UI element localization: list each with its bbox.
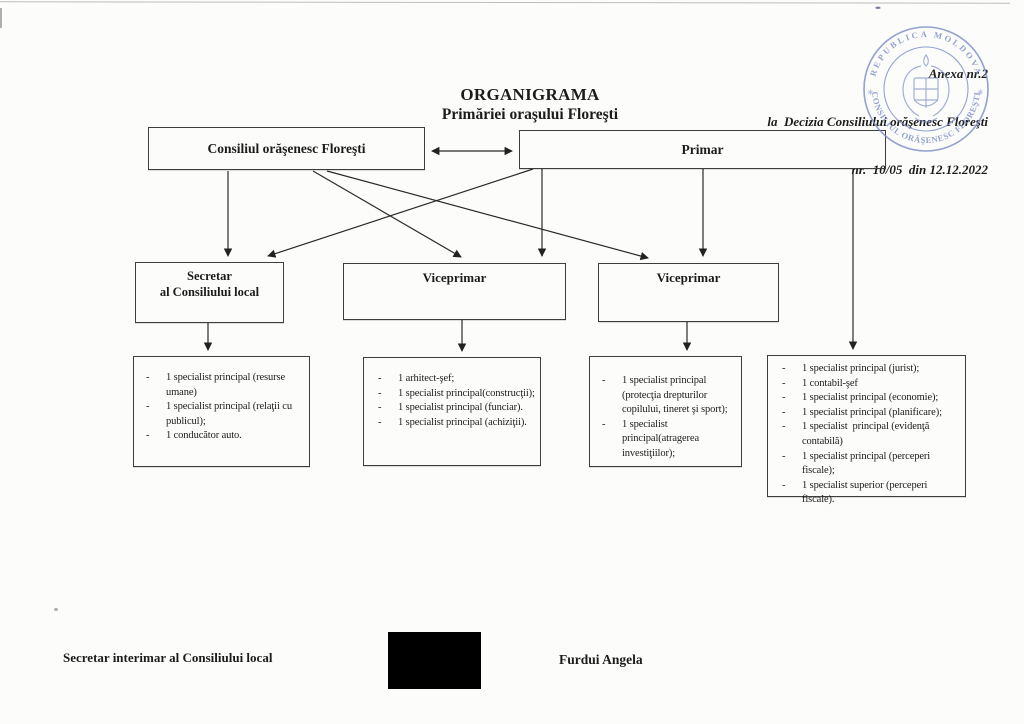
staff-item-text: 1 specialist principal(atragerea investi…	[622, 418, 699, 459]
footer-role-label: Secretar interimar al Consiliului local	[63, 650, 273, 665]
list-item: - 1 specialist principal (planificare);	[782, 406, 959, 421]
signature-redaction-box	[388, 632, 481, 689]
list-dash-marker: -	[146, 430, 150, 442]
node-secretary-label-line1: Secretar	[187, 269, 232, 283]
staff-list-vice1: - 1 arhitect-şef; - 1 specialist principal…	[363, 357, 541, 466]
staff-item-text: 1 specialist principal(construcţii);	[398, 387, 535, 399]
list-item: - 1 specialist principal (protecţia drept…	[602, 374, 737, 418]
scan-artifact-dot	[54, 608, 58, 611]
staff-item-text: 1 specialist principal (protecţia dreptu…	[622, 375, 728, 416]
staff-list-secretary: -1 specialist principal (resurse umane) …	[133, 356, 310, 467]
node-vice-mayor-1-label: Viceprimar	[422, 270, 487, 285]
list-item: - 1 specialist principal(atragerea invest…	[602, 418, 737, 462]
list-dash-marker: -	[146, 372, 150, 383]
staff-item-text: 1 specialist principal (evidenţă contabi…	[802, 421, 930, 447]
list-dash-marker: -	[782, 392, 786, 404]
connector-mayor-secretary	[267, 168, 534, 258]
list-dash-marker: -	[378, 387, 382, 399]
annex-line-1: Anexa nr.2	[928, 66, 988, 81]
connector-council-vice2	[326, 170, 649, 261]
staff-item-text: 1 specialist principal (funciar).	[398, 402, 523, 414]
staff-item-text: 1 arhitect-şef;	[398, 373, 455, 384]
staff-item-text: 1 specialist principal (perceperi fiscal…	[802, 450, 931, 477]
list-dash-marker: -	[782, 479, 786, 491]
list-item: - 1 specialist superior (perceperi fiscal…	[782, 479, 959, 508]
staff-item-text: 1 contabil-şef	[802, 377, 858, 389]
list-item: - 1 specialist principal (relaţii cu publ…	[146, 400, 303, 429]
node-council: Consiliul orăşenesc Floreşti	[148, 127, 425, 170]
list-dash-marker: -	[782, 377, 786, 389]
list-item: - 1 specialist principal (evidenţă contab…	[782, 420, 959, 449]
list-item: - 1 specialist principal(construcţii);	[378, 387, 536, 402]
list-dash-marker: -	[782, 450, 786, 462]
staff-list-vice2: - 1 specialist principal (protecţia drept…	[589, 356, 742, 467]
list-item: - 1 specialist principal (achiziţii).	[378, 416, 536, 431]
list-item: - 1 specialist principal (resurse umane)	[146, 371, 303, 400]
scan-artifact-left-tick	[0, 8, 2, 28]
annex-reference: Anexa nr.2 la Decizia Consiliului orăşen…	[767, 34, 988, 210]
staff-item-text: 1 specialist principal (relaţii cu publi…	[166, 401, 292, 427]
node-council-label: Consiliul orăşenesc Floreşti	[207, 140, 366, 156]
list-item: - 1 specialist principal (perceperi fisca…	[782, 450, 959, 479]
list-dash-marker: -	[378, 402, 382, 414]
list-dash-marker: -	[602, 375, 606, 386]
list-dash-marker: -	[146, 401, 150, 413]
annex-line-3: nr. 10/05 din 12.12.2022	[851, 162, 988, 177]
list-dash-marker: -	[782, 363, 786, 374]
page-title: ORGANIGRAMA	[460, 85, 600, 104]
list-dash-marker: -	[602, 418, 606, 430]
title-block: ORGANIGRAMA Primăriei oraşului Floreşti	[330, 85, 730, 124]
list-dash-marker: -	[378, 373, 382, 384]
page-subtitle: Primăriei oraşului Floreşti	[441, 106, 619, 123]
list-dash-marker: -	[782, 421, 786, 433]
node-mayor-label: Primar	[681, 141, 724, 157]
staff-item-text: 1 specialist principal (resurse umane)	[166, 372, 286, 398]
list-item: - 1 specialist principal (economie);	[782, 391, 959, 406]
list-item: - 1 conducător auto.	[146, 429, 303, 444]
staff-list-mayor: - 1 specialist principal (jurist); - 1 con…	[767, 355, 966, 505]
staff-item-text: 1 specialist principal (planificare);	[802, 406, 942, 418]
node-vice-mayor-2-label: Viceprimar	[656, 270, 721, 285]
node-vice-mayor-2: Viceprimar	[598, 263, 779, 322]
node-vice-mayor-1: Viceprimar	[343, 263, 566, 320]
node-secretary: Secretar al Consiliului local	[135, 262, 284, 323]
list-item: - 1 specialist principal (funciar).	[378, 401, 536, 416]
list-item: - 1 arhitect-şef;	[378, 372, 536, 387]
staff-item-text: 1 conducător auto.	[166, 430, 242, 442]
list-dash-marker: -	[782, 406, 786, 418]
list-item: - 1 contabil-şef	[782, 377, 959, 392]
list-dash-marker: -	[378, 416, 382, 428]
list-item: - 1 specialist principal (jurist);	[782, 362, 959, 377]
staff-item-text: 1 specialist principal (jurist);	[802, 363, 920, 374]
staff-item-text: 1 specialist superior (perceperi fiscale…	[802, 479, 928, 506]
node-secretary-label-line2: al Consiliului local	[159, 285, 260, 299]
node-mayor: Primar	[519, 130, 886, 169]
pen-mark-artifact	[875, 6, 881, 9]
staff-item-text: 1 specialist principal (economie);	[802, 392, 939, 404]
staff-item-text: 1 specialist principal (achiziţii).	[398, 416, 527, 428]
annex-line-2: la Decizia Consiliului orăşenesc Floreşt…	[767, 114, 988, 129]
footer-signatory-name: Furdui Angela	[559, 652, 643, 667]
scan-artifact-top-line	[0, 1, 1011, 4]
connector-council-vice1	[312, 170, 462, 258]
